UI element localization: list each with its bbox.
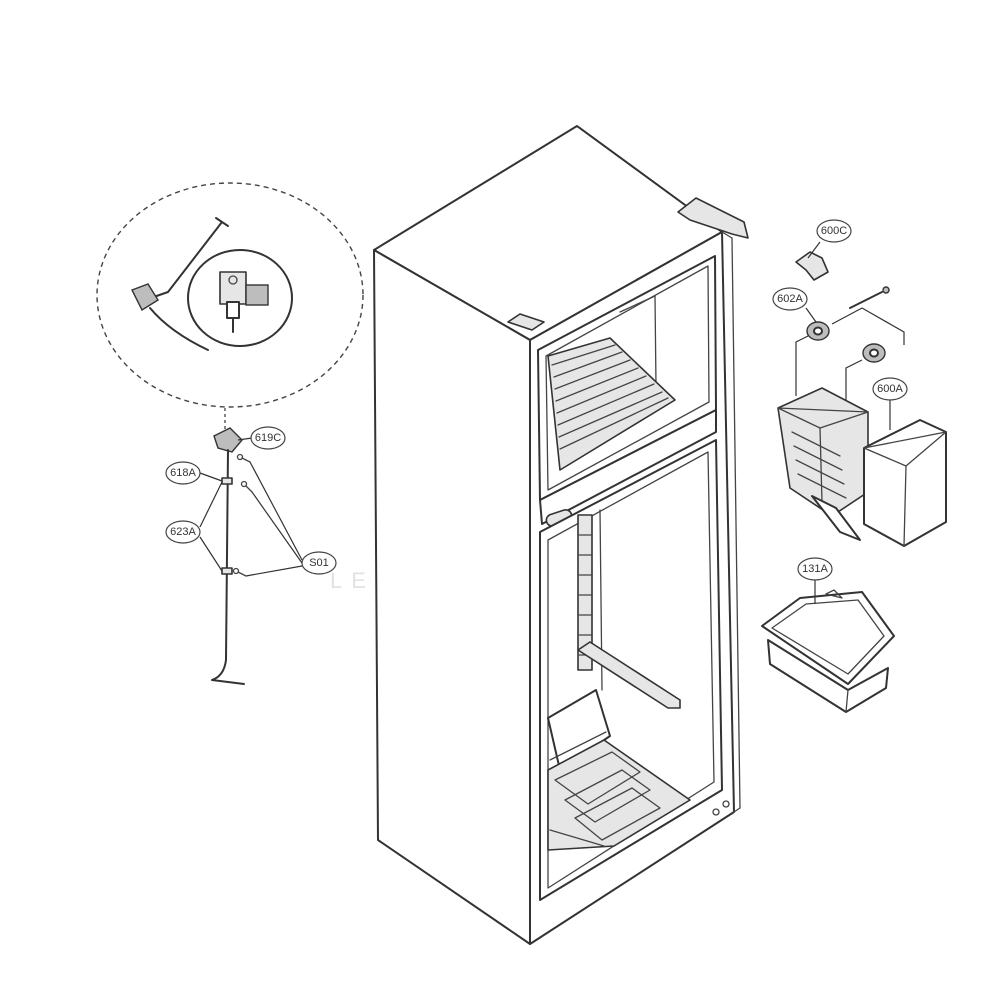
water-valve-detail xyxy=(96,182,364,408)
ice-maker-screw xyxy=(849,286,890,309)
screw xyxy=(240,480,253,493)
shelf-rail xyxy=(577,514,593,671)
callout-619c: 619C xyxy=(250,426,286,450)
crisper-cover xyxy=(547,689,611,771)
callout-label: 619C xyxy=(255,432,281,444)
freezer-shelf xyxy=(547,337,676,471)
callout-600a: 600A xyxy=(872,377,908,401)
screw xyxy=(236,453,251,463)
callout-label: 623A xyxy=(170,526,196,538)
refrigerator-cabinet xyxy=(373,125,749,945)
bottom-shelf-wires xyxy=(549,731,661,847)
cabinet-side xyxy=(373,249,531,945)
callout-131a: 131A xyxy=(797,557,833,581)
callout-602a: 602A xyxy=(772,287,808,311)
detail-circle xyxy=(96,182,364,408)
top-hinge xyxy=(677,197,749,239)
detail-coupling xyxy=(131,283,159,312)
ice-maker-bracket xyxy=(795,251,829,281)
grommet xyxy=(862,343,886,363)
water-valve-body xyxy=(219,271,247,305)
callout-label: 131A xyxy=(802,563,828,575)
tube-clamp xyxy=(221,477,233,485)
callout-label: 602A xyxy=(777,293,803,305)
grommet xyxy=(806,321,830,341)
callout-623a: 623A xyxy=(165,520,201,544)
callout-s01: S01 xyxy=(301,551,337,575)
leader-lines xyxy=(199,241,891,604)
compartment-divider xyxy=(539,409,717,525)
callout-label: S01 xyxy=(309,557,329,569)
water-line-assembly xyxy=(211,408,253,685)
ice-maker-parts xyxy=(777,251,947,547)
ice-bin xyxy=(761,589,895,713)
ice-mold-ridges xyxy=(791,431,847,499)
callout-618a: 618A xyxy=(165,461,201,485)
top-vent xyxy=(507,313,545,331)
callout-label: 618A xyxy=(170,467,196,479)
callout-label: 600C xyxy=(821,225,847,237)
water-valve-fitting xyxy=(213,427,243,453)
tube-clamp xyxy=(221,567,233,575)
screw xyxy=(232,567,247,577)
freezer-shelf-wires xyxy=(551,344,669,450)
shelf-bracket xyxy=(577,641,681,709)
callout-600c: 600C xyxy=(816,219,852,243)
callout-label: 600A xyxy=(877,383,903,395)
ice-maker xyxy=(777,387,869,517)
